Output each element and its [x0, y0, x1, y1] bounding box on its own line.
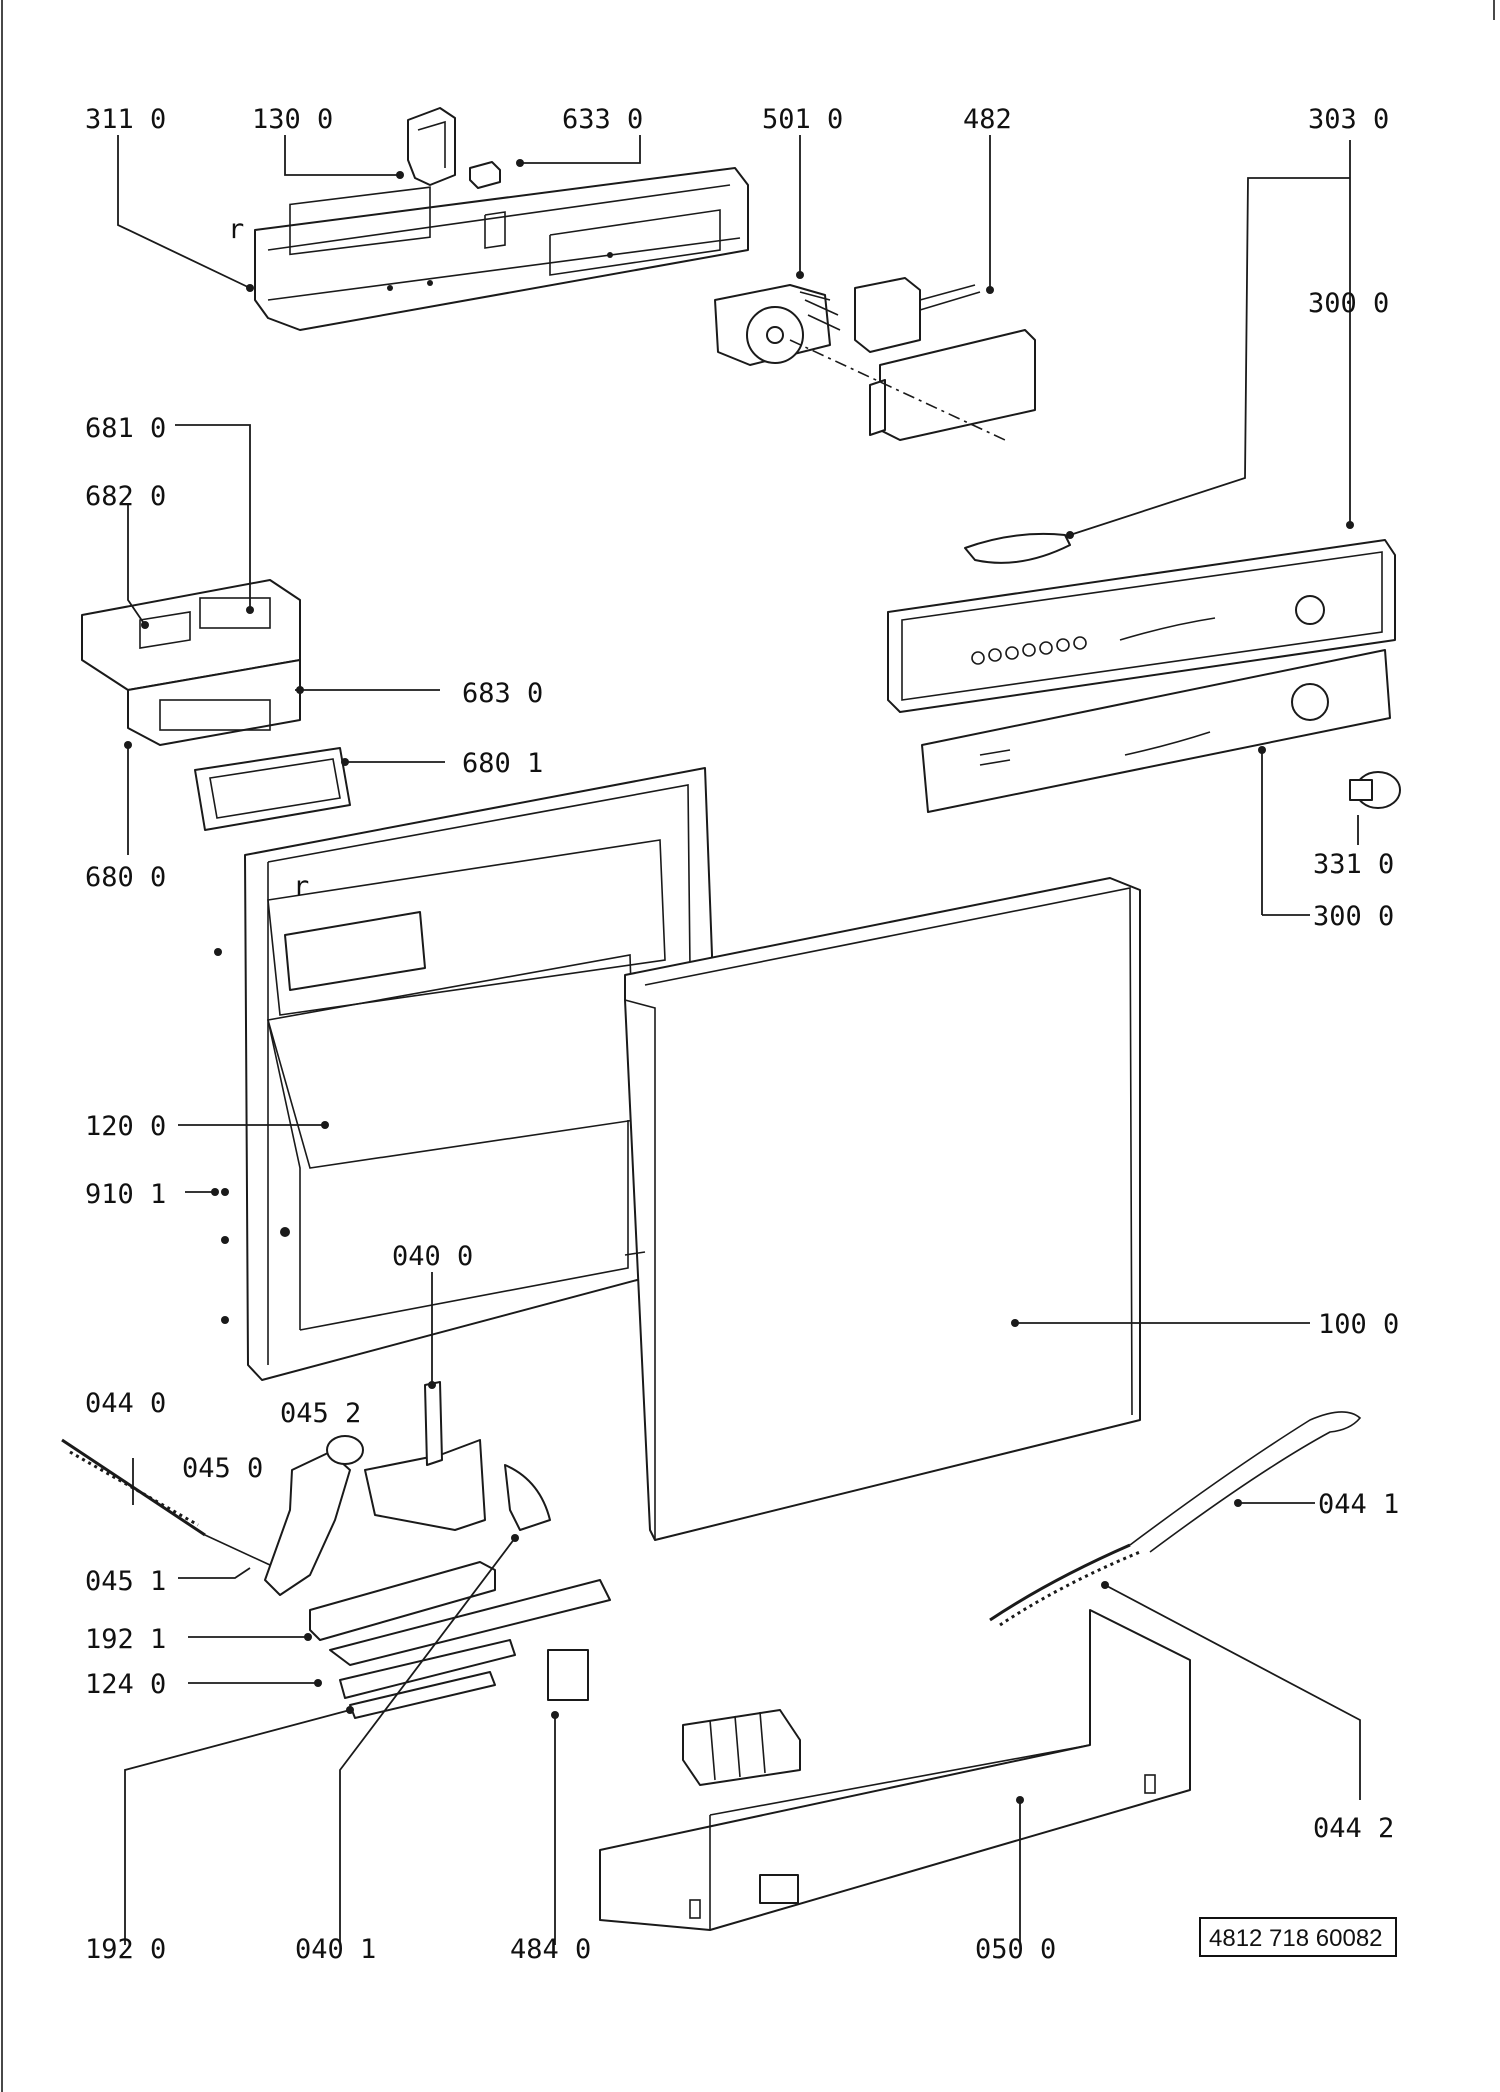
hinge-rail-part	[309, 1561, 611, 1719]
part-label: 050 0	[975, 1934, 1056, 1965]
part-label: 331 0	[1313, 849, 1394, 880]
reference-number-box: 4812 718 60082	[1199, 1917, 1397, 1957]
leader-dots	[124, 159, 1354, 1804]
reference-number: 4812 718 60082	[1209, 1925, 1383, 1952]
inner-door-frame-part	[244, 767, 713, 1381]
dispenser-gasket-part	[194, 747, 351, 831]
part-label: 300 0	[1313, 901, 1394, 932]
micro-switch-part	[469, 161, 501, 189]
part-label: 045 2	[280, 1398, 361, 1429]
part-label: 633 0	[562, 104, 643, 135]
part-label: 680 0	[85, 862, 166, 893]
part-label: 044 0	[85, 1388, 166, 1419]
part-label: 100 0	[1318, 1309, 1399, 1340]
kick-plate-part	[599, 1609, 1191, 1931]
callout-letter: r	[293, 871, 309, 902]
hinge-arm-part	[264, 1435, 364, 1596]
control-rail-part	[254, 167, 749, 331]
part-label: 045 1	[85, 1566, 166, 1597]
part-label: 130 0	[252, 104, 333, 135]
part-label: 303 0	[1308, 104, 1389, 135]
lower-panel-part	[921, 649, 1391, 813]
part-label: 192 1	[85, 1624, 166, 1655]
leader-lines	[117, 135, 1361, 1945]
part-label: 120 0	[85, 1111, 166, 1142]
part-label: 484 0	[510, 1934, 591, 1965]
detergent-dispenser-part	[81, 579, 301, 746]
part-label: 482	[963, 104, 1012, 135]
part-label: 910 1	[85, 1179, 166, 1210]
timer-motor-part	[714, 284, 841, 366]
part-label: 682 0	[85, 481, 166, 512]
part-label: 683 0	[462, 678, 543, 709]
connector-block-part	[854, 277, 981, 353]
hinge-plate-part	[504, 1464, 551, 1531]
panel-buttons	[971, 636, 1087, 665]
timer-bracket-part	[789, 329, 1036, 441]
part-label: 044 2	[1313, 1813, 1394, 1844]
plinth-block-part	[682, 1709, 801, 1786]
callout-letter: r	[228, 214, 244, 245]
door-lock-part	[407, 107, 456, 186]
hinge-bracket-part	[364, 1381, 486, 1531]
part-label: 501 0	[762, 104, 843, 135]
part-label: 681 0	[85, 413, 166, 444]
knob-cover-part	[964, 532, 1071, 564]
part-label: 040 1	[295, 1934, 376, 1965]
part-label: 045 0	[182, 1453, 263, 1484]
outer-door-panel-part	[624, 877, 1141, 1541]
knob-part	[1349, 771, 1401, 809]
control-panel-part	[887, 539, 1396, 713]
part-label: 192 0	[85, 1934, 166, 1965]
hinge-spring-right-part	[989, 1411, 1362, 1627]
part-label: 124 0	[85, 1669, 166, 1700]
part-labels: 311 0 130 0 633 0 501 0 482 303 0 300 0 …	[85, 104, 1399, 1965]
part-label: 040 0	[392, 1241, 473, 1272]
part-label: 300 0	[1308, 288, 1389, 319]
part-label: 044 1	[1318, 1489, 1399, 1520]
part-label: 680 1	[462, 748, 543, 779]
part-label: 311 0	[85, 104, 166, 135]
